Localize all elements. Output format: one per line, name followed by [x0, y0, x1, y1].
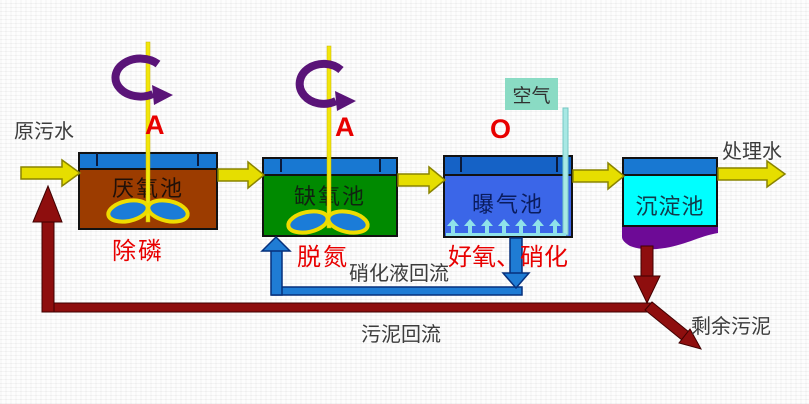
excess-sludge-label: 剩余污泥: [691, 316, 771, 338]
sedimentation-tank-top-band: [624, 159, 716, 176]
tank-band-dividers: [96, 153, 558, 172]
flow-arrows: [20, 158, 787, 195]
air-label: 空气: [512, 85, 551, 107]
nitrified-return-pipe: [260, 235, 531, 296]
stirrer-shafts: [145, 41, 332, 229]
sedimentation-tank-name: 沉淀池: [635, 194, 705, 219]
effluent-label: 处理水: [722, 141, 782, 163]
sludge-return-label: 污泥回流: [361, 324, 441, 346]
air-pipe: [562, 107, 569, 236]
nitrified-return-up-arrowhead: [260, 235, 292, 252]
influent-arrow: [20, 158, 82, 188]
rotation-arrow-2: [295, 59, 356, 111]
influent-label: 原污水: [14, 121, 74, 143]
aeration-tank-name: 曝气池: [471, 192, 544, 217]
anaerobic-function-label: 除磷: [112, 238, 164, 265]
aeration-to-sedimentation-arrow: [572, 161, 626, 191]
stage-letter-aeration: O: [490, 114, 512, 144]
stirrer-shaft-1: [145, 41, 151, 223]
sludge-zone-shape: [622, 227, 718, 250]
air-source-box: 空气: [505, 78, 558, 110]
propeller-2: [286, 209, 370, 235]
anoxic-to-aeration-arrow: [397, 165, 447, 195]
stirrer-shaft-2: [326, 45, 332, 229]
sludge-return-up-arrowhead: [32, 184, 63, 223]
propeller-1: [106, 198, 190, 224]
diffuser-bubbles: [446, 219, 566, 236]
sludge-down-arrowhead: [633, 275, 661, 305]
anoxic-function-label: 脱氮: [297, 244, 349, 271]
sludge-return-pipe: [32, 184, 703, 350]
sedimentation-tank: 沉淀池: [622, 157, 718, 227]
stage-letter-anoxic: A: [335, 112, 355, 142]
aeration-tank-top-band: [445, 157, 571, 176]
stage-letter-anaerobic: A: [145, 110, 165, 140]
rotation-arrow-1: [111, 54, 173, 105]
excess-sludge-arrow-shaft: [644, 301, 690, 341]
nitrified-return-label: 硝化液回流: [349, 263, 449, 285]
aeration-function-label: 好氧、硝化: [448, 244, 568, 271]
nitrified-return-down-arrowhead: [501, 272, 531, 290]
effluent-arrow: [717, 159, 787, 189]
anaerobic-to-anoxic-arrow: [217, 160, 266, 190]
excess-sludge-arrowhead: [678, 328, 703, 350]
